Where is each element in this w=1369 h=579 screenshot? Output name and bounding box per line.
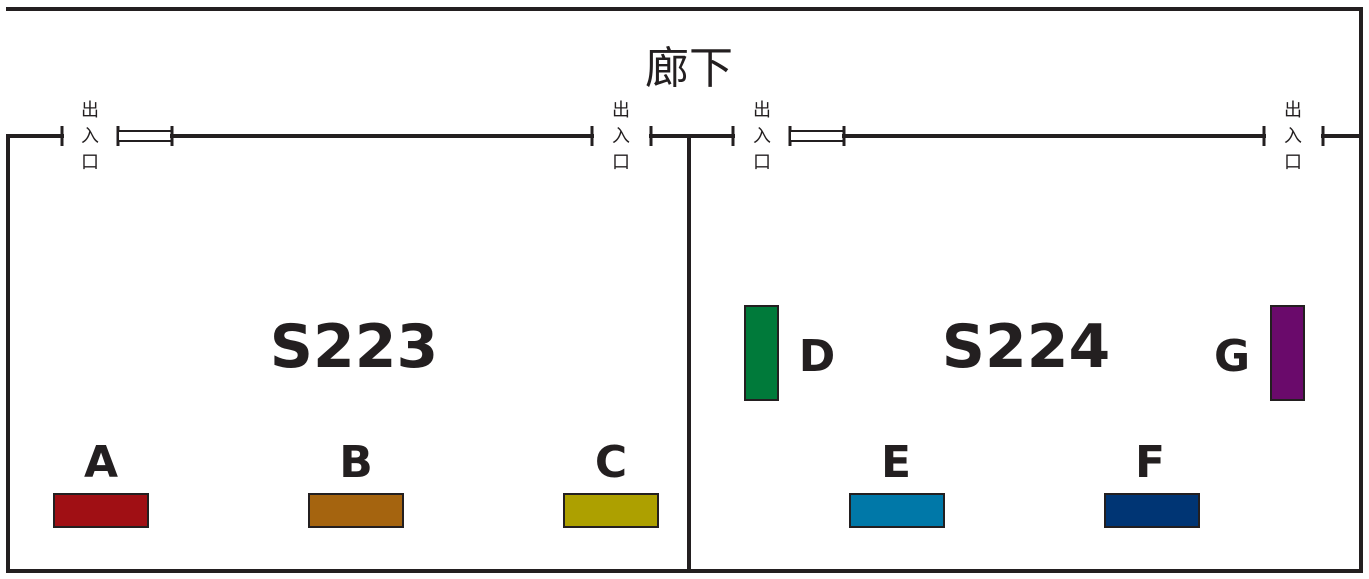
room-label-s224: S224 [942,312,1110,382]
svg-text:出: 出 [753,100,771,121]
svg-text:入: 入 [753,126,771,147]
svg-text:出: 出 [612,100,630,121]
svg-text:口: 口 [753,152,771,173]
door-label: 出 入 口 [81,100,99,173]
room-label-s223: S223 [270,312,438,382]
svg-text:入: 入 [81,126,99,147]
svg-text:口: 口 [612,152,630,173]
door-label: 出 入 口 [1284,100,1302,173]
booth-label-b: B [339,437,373,488]
window [117,130,173,142]
svg-text:入: 入 [1284,126,1302,147]
booth-c [563,493,659,528]
svg-text:口: 口 [81,152,99,173]
svg-text:入: 入 [612,126,630,147]
booth-b [308,493,404,528]
booth-label-c: C [595,437,627,488]
booth-d [744,305,779,401]
door-label: 出 入 口 [753,100,771,173]
booth-a [53,493,149,528]
door-label: 出 入 口 [612,100,630,173]
booth-f [1104,493,1200,528]
booth-label-a: A [84,437,118,488]
booth-label-f: F [1135,437,1165,488]
booth-label-d: D [799,331,836,382]
window [789,130,845,142]
corridor-label: 廊下 [645,43,733,94]
svg-text:出: 出 [1284,100,1302,121]
booth-g [1270,305,1305,401]
svg-text:口: 口 [1284,152,1302,173]
svg-text:出: 出 [81,100,99,121]
booth-e [849,493,945,528]
booth-label-e: E [881,437,911,488]
booth-label-g: G [1214,331,1250,382]
outer-wall [6,7,1363,573]
